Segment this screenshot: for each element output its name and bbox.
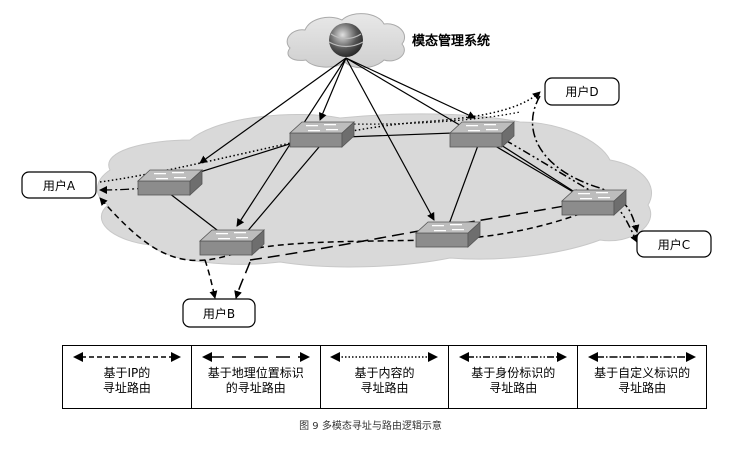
legend-geo-label: 基于地理位置标识 的寻址路由 [207, 366, 304, 395]
route-geo-b [234, 261, 251, 299]
switch-center-icon [414, 221, 482, 248]
user-d-node[interactable]: 用户D [544, 77, 620, 106]
legend-geo-line [201, 352, 310, 362]
user-d-label: 用户D [565, 84, 598, 99]
route-content-2 [349, 111, 521, 125]
legend-geo: 基于地理位置标识 的寻址路由 [192, 346, 321, 408]
legend-identity: 基于身份标识的 寻址路由 [449, 346, 579, 408]
legend-ip: 基于IP的 寻址路由 [63, 346, 192, 408]
legend-custom-line [588, 352, 697, 362]
user-a-label: 用户A [43, 178, 76, 193]
figure-caption: 图 9 多模态寻址与路由逻辑示意 [299, 421, 442, 432]
legend-ip-line [72, 352, 181, 362]
user-c-node[interactable]: 用户C [636, 230, 712, 258]
globe-icon [329, 23, 363, 57]
legend-content: 基于内容的 寻址路由 [321, 346, 450, 408]
route-ip-b [204, 259, 218, 299]
user-b-node[interactable]: 用户B [182, 298, 256, 328]
switch-top-right-icon [448, 121, 516, 148]
user-b-label: 用户B [203, 306, 235, 321]
legend-custom: 基于自定义标识的 寻址路由 [578, 346, 706, 408]
switch-c-icon [560, 189, 628, 216]
legend-ip-label: 基于IP的 寻址路由 [102, 366, 151, 395]
legend-custom-label: 基于自定义标识的 寻址路由 [594, 366, 691, 395]
user-c-label: 用户C [658, 237, 690, 252]
legend-table: 基于IP的 寻址路由 基于地理位置标识 的寻址路由 基于内容的 寻址路由 基于身… [62, 345, 707, 409]
legend-identity-label: 基于身份标识的 寻址路由 [471, 366, 556, 395]
switches [136, 121, 628, 256]
switch-b-icon [198, 229, 266, 256]
legend-content-line [330, 352, 439, 362]
legend-identity-line [459, 352, 568, 362]
route-custom [531, 95, 640, 233]
route-content [99, 91, 541, 183]
legend-content-label: 基于内容的 寻址路由 [354, 366, 415, 395]
user-a-node[interactable]: 用户A [21, 171, 97, 199]
switch-a-icon [136, 169, 204, 196]
switch-top-left-icon [288, 121, 356, 148]
management-cloud [286, 13, 406, 69]
system-label: 模态管理系统 [412, 33, 490, 49]
